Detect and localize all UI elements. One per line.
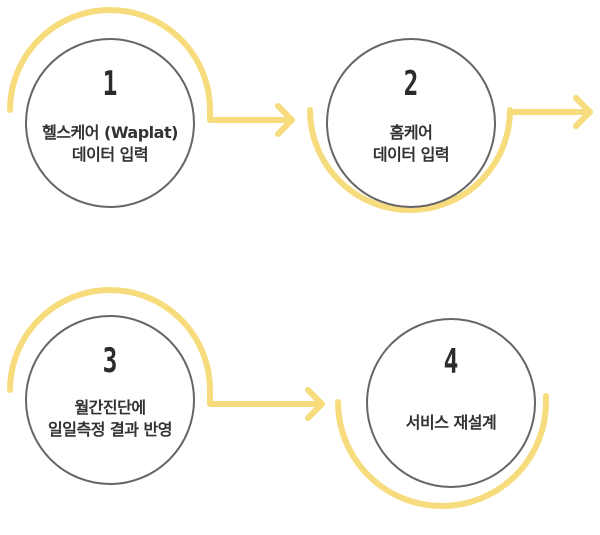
arrow-head-1 [275,103,295,137]
arc-step-1 [7,7,293,123]
arc-step-2 [307,107,591,213]
step-2-label-line-2: 데이터 입력 [372,145,450,164]
step-3-label-line-2: 일일측정 결과 반영 [48,420,172,439]
step-2-label-line-1: 홈케어 [389,123,433,142]
step-1-number: 1 [102,64,118,104]
arc-step-3 [7,287,323,407]
step-3-number: 3 [102,341,118,381]
step-4-number: 4 [443,342,459,382]
arrow-head-2 [573,95,593,129]
step-2-number: 2 [403,64,419,104]
step-1-circle: 1 헬스케어 (Waplat) 데이터 입력 [25,38,195,208]
step-2-circle: 2 홈케어 데이터 입력 [326,38,496,208]
step-1-label-line-2: 데이터 입력 [71,145,149,164]
step-1-label: 헬스케어 (Waplat) 데이터 입력 [35,122,185,166]
step-2-label: 홈케어 데이터 입력 [336,122,486,166]
step-3-circle: 3 월간진단에 일일측정 결과 반영 [25,315,195,485]
step-4-circle: 4 서비스 재설계 [366,318,536,488]
arrow-head-3 [305,387,325,421]
step-4-label: 서비스 재설계 [376,412,526,434]
step-3-label-line-1: 월간진단에 [74,398,146,417]
step-4-label-line-1: 서비스 재설계 [405,413,497,432]
step-3-label: 월간진단에 일일측정 결과 반영 [35,397,185,441]
arc-step-4 [335,393,549,509]
step-1-label-line-1: 헬스케어 (Waplat) [42,123,178,142]
